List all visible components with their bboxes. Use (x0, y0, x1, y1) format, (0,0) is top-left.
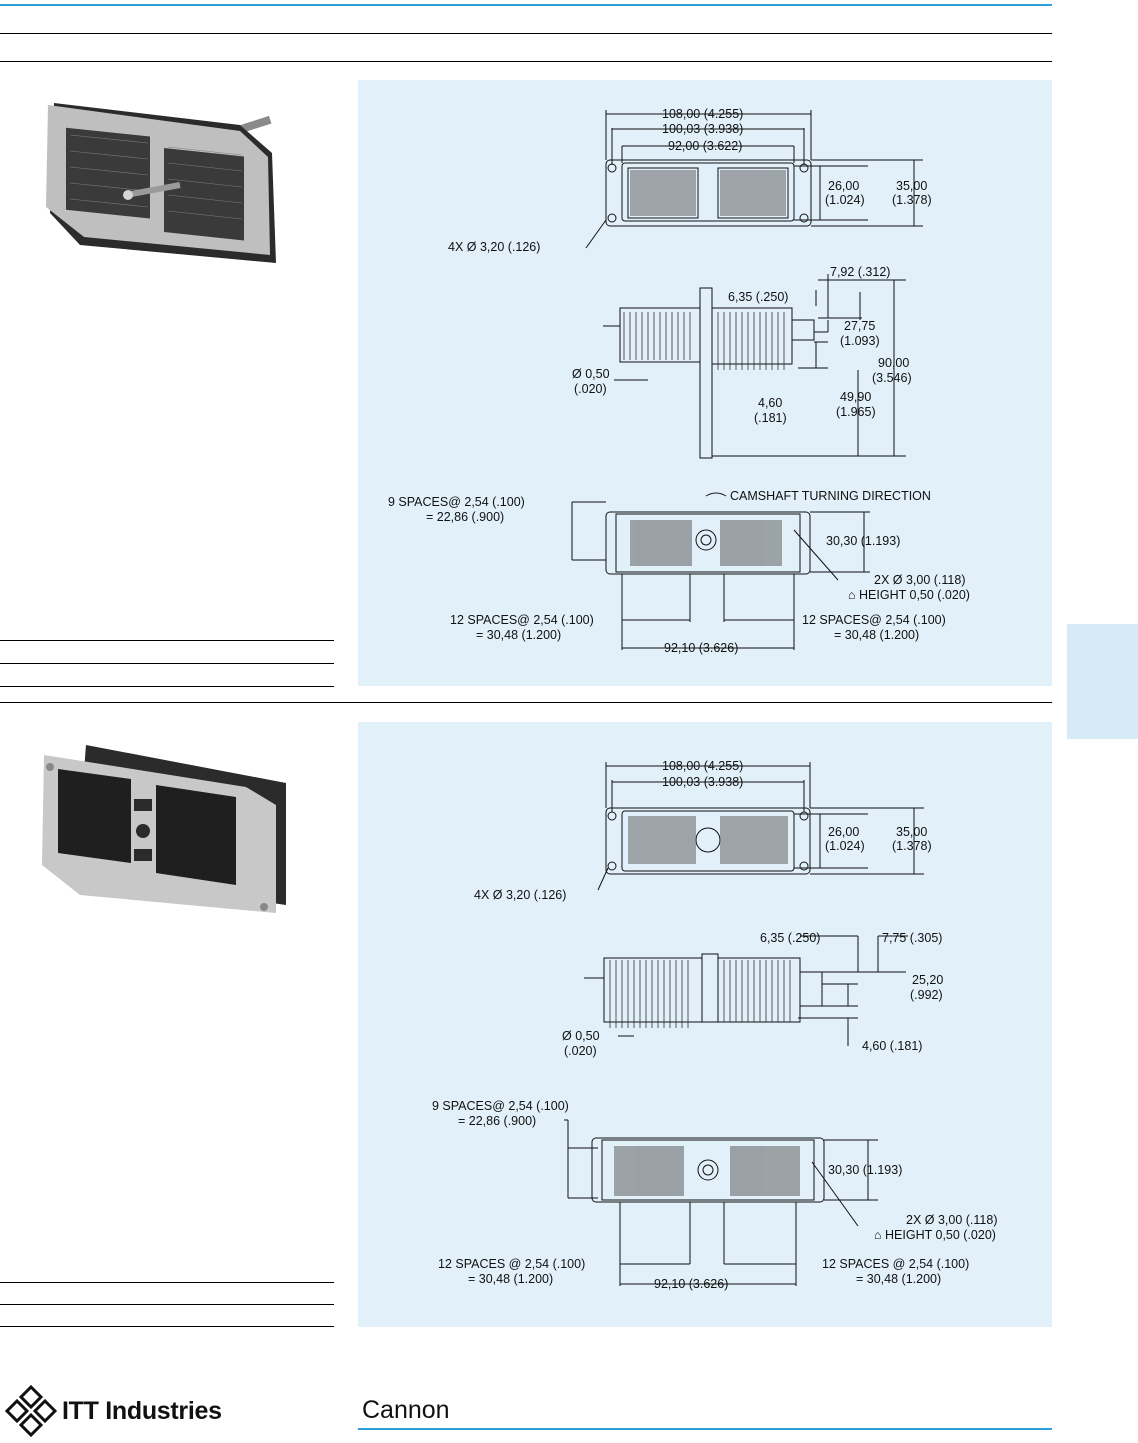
dim-30-30: 30,30 (1.193) (826, 534, 900, 548)
dim-30-48-right: = 30,48 (1.200) (834, 628, 919, 642)
drawing-panel-2 (358, 722, 1052, 1327)
dim-height: ⌂ HEIGHT 0,50 (.020) (874, 1228, 996, 1242)
dim-27-75: 27,75 (844, 319, 875, 333)
left-rule (0, 1304, 334, 1305)
left-rule (0, 1326, 334, 1327)
section-tab (1067, 624, 1138, 739)
dim-26: 26,00 (828, 825, 859, 839)
dimension-drawing-2: 108,00 (4.255) 100,03 (3.938) 26,00 (1.0… (432, 759, 998, 1291)
drawing-panel-1 (358, 80, 1052, 686)
header-rule-2 (0, 61, 1052, 62)
left-rule (0, 663, 334, 664)
dim-7-75: 7,75 (.305) (882, 931, 942, 945)
dim-0-50-in: (.020) (574, 382, 607, 396)
company-name: ITT Industries (62, 1397, 222, 1425)
dim-26: 26,00 (828, 179, 859, 193)
dim-30-48-right: = 30,48 (1.200) (856, 1272, 941, 1286)
header-accent-line (0, 4, 1052, 6)
dim-6-35: 6,35 (.250) (728, 290, 788, 304)
dim-49-90: 49,90 (840, 390, 871, 404)
connector-photo-1 (46, 103, 276, 263)
dim-30-30: 30,30 (1.193) (828, 1163, 902, 1177)
dim-holes: 4X Ø 3,20 (.126) (474, 888, 566, 902)
dim-35: 35,00 (896, 825, 927, 839)
dim-2x-holes: 2X Ø 3,00 (.118) (874, 573, 966, 587)
dim-12-spaces-right: 12 SPACES@ 2,54 (.100) (802, 613, 946, 627)
dim-12-spaces-right: 12 SPACES @ 2,54 (.100) (822, 1257, 969, 1271)
dim-2x-holes: 2X Ø 3,00 (.118) (906, 1213, 998, 1227)
dim-7-92: 7,92 (.312) (830, 265, 890, 279)
dim-25-20-in: (.992) (910, 988, 943, 1002)
product-line: Cannon (362, 1396, 450, 1424)
dim-100: 100,03 (3.938) (662, 775, 743, 789)
dim-22-86: = 22,86 (.900) (458, 1114, 536, 1128)
dim-0-50: Ø 0,50 (562, 1029, 600, 1043)
dim-90: 90,00 (878, 356, 909, 370)
dim-9-spaces: 9 SPACES@ 2,54 (.100) (432, 1099, 569, 1113)
dim-22-86: = 22,86 (.900) (426, 510, 504, 524)
dim-27-75-in: (1.093) (840, 334, 880, 348)
dim-35: 35,00 (896, 179, 927, 193)
dim-9-spaces: 9 SPACES@ 2,54 (.100) (388, 495, 525, 509)
header-rule-1 (0, 33, 1052, 34)
dimension-drawing-1: 108,00 (4.255) 100,03 (3.938) 92,00 (3.6… (388, 107, 970, 655)
left-rule (0, 640, 334, 641)
dim-92-10: 92,10 (3.626) (654, 1277, 728, 1291)
dim-90-in: (3.546) (872, 371, 912, 385)
dim-0-50: Ø 0,50 (572, 367, 610, 381)
left-rule (0, 686, 334, 687)
dim-35-in: (1.378) (892, 193, 932, 207)
dim-4-60: 4,60 (758, 396, 782, 410)
dim-holes: 4X Ø 3,20 (.126) (448, 240, 540, 254)
dim-4-60: 4,60 (.181) (862, 1039, 922, 1053)
dim-92-10: 92,10 (3.626) (664, 641, 738, 655)
dim-92: 92,00 (3.622) (668, 139, 742, 153)
connector-photo-2 (42, 745, 286, 913)
dim-30-48-left: = 30,48 (1.200) (476, 628, 561, 642)
dim-26-in: (1.024) (825, 839, 865, 853)
dim-49-90-in: (1.965) (836, 405, 876, 419)
dim-100: 100,03 (3.938) (662, 122, 743, 136)
dim-30-48-left: = 30,48 (1.200) (468, 1272, 553, 1286)
dim-12-spaces-left: 12 SPACES@ 2,54 (.100) (450, 613, 594, 627)
dim-4-60-in: (.181) (754, 411, 787, 425)
dim-25-20: 25,20 (912, 973, 943, 987)
dim-height: ⌂ HEIGHT 0,50 (.020) (848, 588, 970, 602)
itt-logo-icon (4, 1384, 58, 1438)
dim-12-spaces-left: 12 SPACES @ 2,54 (.100) (438, 1257, 585, 1271)
dim-0-50-in: (.020) (564, 1044, 597, 1058)
dim-108: 108,00 (4.255) (662, 107, 743, 121)
dim-35-in: (1.378) (892, 839, 932, 853)
dim-108: 108,00 (4.255) (662, 759, 743, 773)
footer-accent-line (358, 1428, 1052, 1430)
dim-6-35: 6,35 (.250) (760, 931, 820, 945)
camshaft-label: CAMSHAFT TURNING DIRECTION (730, 489, 931, 503)
dim-26-in: (1.024) (825, 193, 865, 207)
left-rule (0, 1282, 334, 1283)
section-divider (0, 702, 1052, 703)
